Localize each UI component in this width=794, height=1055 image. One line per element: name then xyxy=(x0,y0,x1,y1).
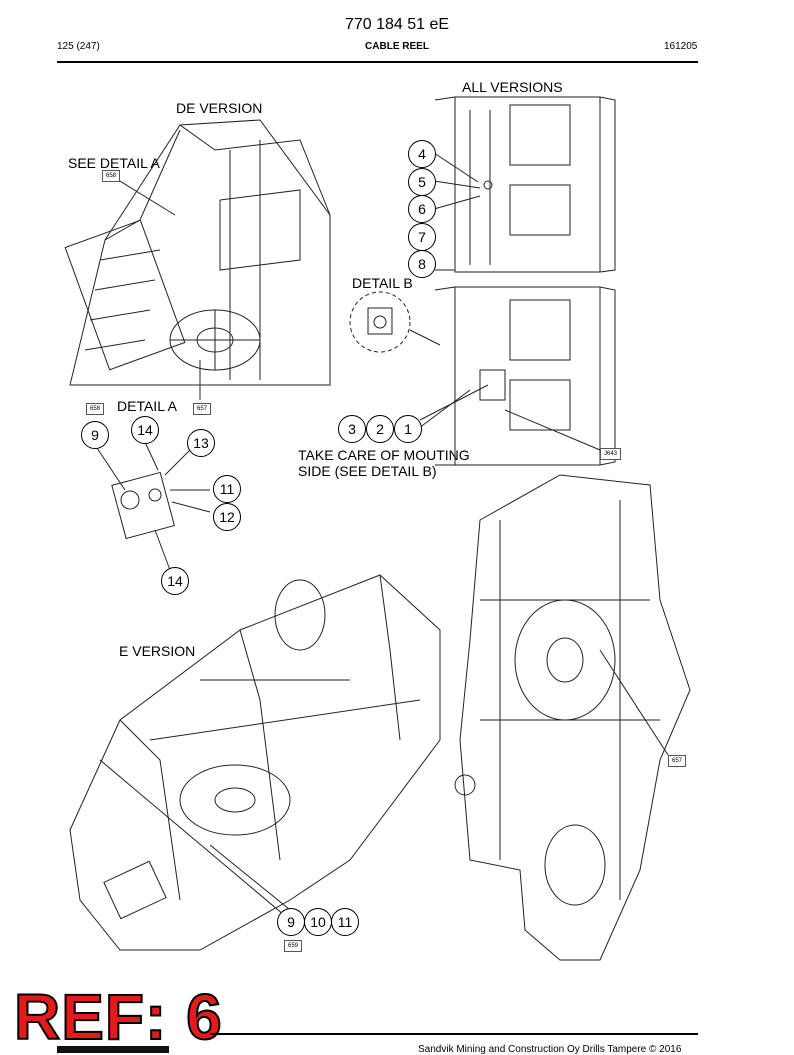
e-version-drawing xyxy=(69,574,441,951)
part-tag: 658 xyxy=(102,170,121,182)
page-number: 125 (247) xyxy=(57,41,100,52)
part-tag: 657 xyxy=(668,755,687,767)
all-versions-top-drawing xyxy=(433,96,616,273)
callout-balloon[interactable]: 1 xyxy=(394,415,422,443)
callout-balloon[interactable]: 8 xyxy=(408,250,436,278)
footer-rule xyxy=(210,1033,698,1035)
label-detail-a: DETAIL A xyxy=(117,398,177,414)
callout-balloon[interactable]: 9 xyxy=(277,908,305,936)
detail-a-drawing xyxy=(94,441,211,571)
part-tag: J643 xyxy=(600,448,622,460)
callout-balloon[interactable]: 13 xyxy=(187,429,215,457)
label-detail-b: DETAIL B xyxy=(352,275,413,291)
callout-balloon[interactable]: 2 xyxy=(366,415,394,443)
callout-balloon[interactable]: 3 xyxy=(338,415,366,443)
detail-b-drawing xyxy=(349,291,441,353)
callout-balloon[interactable]: 10 xyxy=(304,908,332,936)
callout-balloon[interactable]: 7 xyxy=(408,223,436,251)
part-tag: 658 xyxy=(86,403,105,415)
label-all-versions: ALL VERSIONS xyxy=(462,79,563,95)
label-take-care-line2: SIDE (SEE DETAIL B) xyxy=(298,463,437,479)
callout-balloon[interactable]: 6 xyxy=(408,195,436,223)
de-version-drawing xyxy=(64,119,331,400)
callout-balloon[interactable]: 14 xyxy=(161,567,189,595)
footer-copyright: Sandvik Mining and Construction Oy Drill… xyxy=(418,1044,682,1055)
callout-balloon[interactable]: 12 xyxy=(213,503,241,531)
ref-stamp: REF: 6 xyxy=(13,981,223,1053)
document-number: 770 184 51 eE xyxy=(344,16,450,33)
callout-balloon[interactable]: 5 xyxy=(408,168,436,196)
label-e-version: E VERSION xyxy=(119,643,196,659)
right-frame-drawing xyxy=(454,474,691,961)
label-de-version: DE VERSION xyxy=(176,100,263,116)
callout-balloon[interactable]: 4 xyxy=(408,140,436,168)
callout-balloon[interactable]: 14 xyxy=(131,416,159,444)
logo-strip xyxy=(57,1046,169,1053)
page-title: CABLE REEL xyxy=(365,41,429,52)
label-see-detail-a: SEE DETAIL A xyxy=(68,155,160,171)
all-versions-bottom-drawing xyxy=(419,286,616,466)
callout-balloon[interactable]: 11 xyxy=(331,908,359,936)
callout-balloon[interactable]: 9 xyxy=(81,421,109,449)
label-take-care-line1: TAKE CARE OF MOUTING xyxy=(298,447,470,463)
part-tag: 657 xyxy=(193,403,212,415)
part-tag: 659 xyxy=(284,940,303,952)
callout-balloon[interactable]: 11 xyxy=(213,475,241,503)
date-code: 161205 xyxy=(664,41,698,52)
header-rule xyxy=(57,61,698,63)
